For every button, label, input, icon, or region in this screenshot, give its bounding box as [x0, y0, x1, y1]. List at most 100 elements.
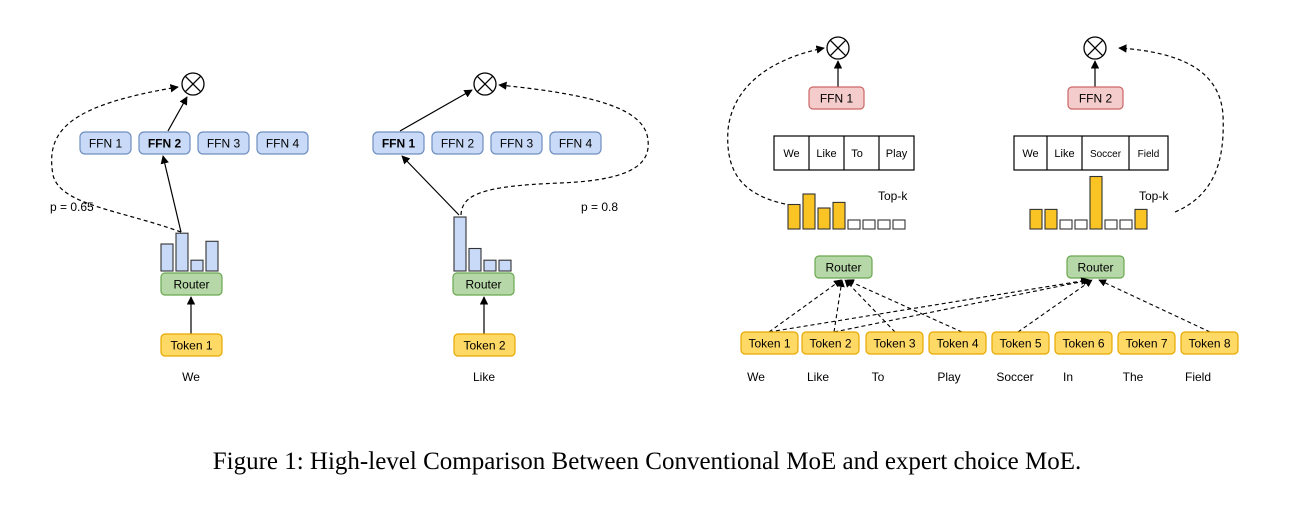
token-box: Token 1 [160, 333, 223, 357]
router-label: Router [1077, 261, 1113, 275]
topk-label: Top-k [878, 189, 908, 203]
word-label: Like [807, 370, 829, 384]
token-label: Token 1 [748, 337, 790, 351]
middle-panel: FFN 1 FFN 2 FFN 3 FFN 4 p = 0.8 Router T… [372, 72, 649, 384]
score-bar [877, 219, 891, 230]
score-bar [1119, 219, 1133, 230]
topk-label: Top-k [1139, 189, 1169, 203]
score-bar [892, 219, 906, 230]
ffn-label: FFN 2 [148, 137, 182, 151]
dashed-path-expert-1 [727, 45, 825, 205]
table-cell: Soccer [1090, 149, 1122, 160]
router-box: Router [452, 272, 515, 296]
token-box: Token 1 [740, 331, 799, 355]
score-bar [817, 207, 831, 230]
expert-label: FFN 2 [1079, 92, 1113, 106]
token-label: Token 3 [873, 337, 915, 351]
token-box: Token 5 [991, 331, 1050, 355]
token-label: Token 1 [170, 339, 212, 353]
token-label: Token 2 [809, 337, 851, 351]
router-label: Router [173, 278, 209, 292]
combine-icon [181, 72, 205, 96]
score-bar [175, 232, 189, 272]
arrow-ffn-to-combine [167, 96, 188, 132]
router-scores-bars [453, 216, 512, 272]
token-box: Token 2 [801, 331, 860, 355]
word-label: Soccer [996, 370, 1033, 384]
word-label: Field [1185, 370, 1211, 384]
probability-label: p = 0.65 [50, 200, 94, 214]
score-bar [483, 259, 497, 272]
token-label: Token 8 [1188, 337, 1230, 351]
ffn-box-1: FFN 1 [79, 131, 132, 155]
expert-ffn-2-box: FFN 2 [1067, 86, 1124, 110]
token-label: Token 4 [936, 337, 978, 351]
score-bar [498, 259, 512, 272]
score-bar [1059, 219, 1073, 230]
word-label: The [1123, 370, 1144, 384]
ffn-label: FFN 1 [89, 137, 123, 151]
ffn-box-2: FFN 2 [431, 131, 484, 155]
word-label: Like [473, 370, 495, 384]
ffn-box-4: FFN 4 [549, 131, 602, 155]
score-bar [468, 247, 482, 272]
table-cell: Like [816, 148, 836, 160]
ffn-box-3: FFN 3 [197, 131, 250, 155]
router-box-expert-2: Router [1066, 255, 1125, 279]
ffn-label: FFN 1 [382, 137, 416, 151]
combine-icon [473, 72, 497, 96]
ffn-box-4: FFN 4 [256, 131, 309, 155]
router-label: Router [825, 261, 861, 275]
token-box: Token 3 [865, 331, 924, 355]
score-bar [1134, 208, 1148, 230]
expert-1-scores-bars [787, 193, 906, 230]
dashed-gate-path [51, 84, 182, 233]
score-bar [160, 243, 174, 272]
table-cell: We [1022, 148, 1038, 160]
word-label: In [1063, 370, 1073, 384]
score-bar [802, 193, 816, 230]
token-box: Token 6 [1054, 331, 1113, 355]
token-label: Token 2 [463, 339, 505, 353]
score-bar [1074, 219, 1088, 230]
token-label: Token 6 [1062, 337, 1104, 351]
figure-caption: Figure 1: High-level Comparison Between … [212, 448, 1082, 475]
table-cell: Play [886, 148, 908, 160]
score-bar [1044, 208, 1058, 230]
score-bar [832, 201, 846, 230]
dashed-path-expert-2 [1118, 44, 1224, 213]
score-bar [190, 259, 204, 272]
ffn-box-2-selected: FFN 2 [138, 131, 191, 155]
table-cell: Like [1054, 148, 1074, 160]
combine-icon-expert-2 [1083, 36, 1107, 60]
table-cell: To [851, 148, 863, 160]
word-label: We [182, 370, 200, 384]
probability-label: p = 0.8 [581, 200, 618, 214]
table-cell: Field [1138, 149, 1160, 160]
arrow-bar-to-ffn [160, 155, 182, 233]
word-label: To [872, 370, 885, 384]
left-panel: FFN 1 FFN 2 FFN 3 FFN 4 p = 0.65 Router … [50, 72, 309, 384]
router-box: Router [160, 272, 223, 296]
arrow-bar-to-ffn [401, 155, 460, 216]
word-label: We [747, 370, 765, 384]
ffn-label: FFN 4 [266, 137, 300, 151]
score-bar [1089, 175, 1103, 230]
ffn-label: FFN 3 [500, 137, 534, 151]
expert-label: FFN 1 [820, 92, 854, 106]
word-label: Play [937, 370, 960, 384]
ffn-box-1-selected: FFN 1 [372, 131, 425, 155]
dashed-gate-path [460, 81, 649, 216]
token-label: Token 7 [1125, 337, 1167, 351]
ffn-label: FFN 4 [559, 137, 593, 151]
token-label: Token 5 [999, 337, 1041, 351]
score-bar [205, 240, 219, 272]
ffn-label: FFN 3 [207, 137, 241, 151]
score-bar [862, 219, 876, 230]
expert-2-token-table: We Like Soccer Field [1013, 135, 1169, 171]
ffn-box-3: FFN 3 [490, 131, 543, 155]
right-panel: FFN 1 We Like To Play Top-k FFN 2 [727, 36, 1239, 384]
score-bar [1029, 208, 1043, 230]
score-bar [787, 203, 801, 230]
